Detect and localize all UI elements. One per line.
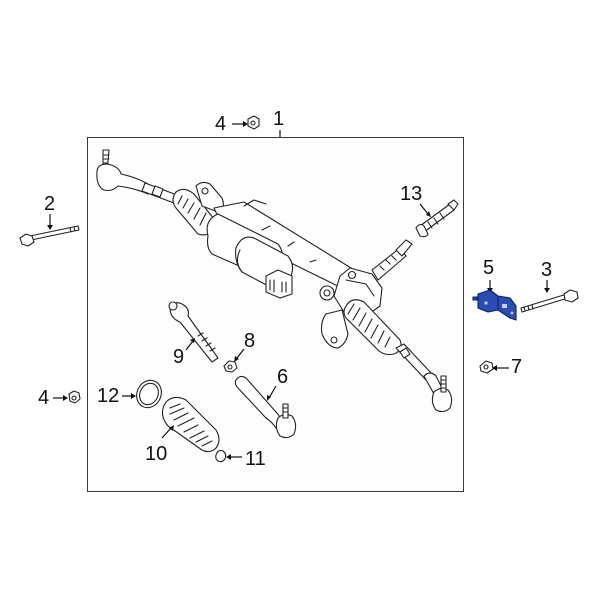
callout-4-top[interactable]: 4 (215, 113, 227, 135)
nut-left-icon[interactable] (53, 390, 81, 404)
callout-11[interactable]: 11 (245, 448, 266, 470)
callout-13[interactable]: 13 (400, 183, 423, 205)
callout-6[interactable]: 6 (277, 366, 289, 388)
rack-boot-icon[interactable] (161, 396, 220, 453)
callout-2[interactable]: 2 (44, 193, 56, 215)
boot-clamp-small-icon[interactable] (215, 449, 242, 463)
bolt-right-icon[interactable] (520, 280, 579, 313)
callout-7[interactable]: 7 (511, 356, 523, 378)
pinion-seal-cover-icon[interactable] (415, 199, 459, 238)
bracket-highlighted-icon[interactable] (472, 280, 517, 321)
jam-nut-icon[interactable] (223, 348, 245, 373)
callout-9[interactable]: 9 (173, 346, 185, 368)
callout-10[interactable]: 10 (145, 443, 168, 465)
callout-3[interactable]: 3 (541, 259, 553, 281)
callout-8[interactable]: 8 (244, 330, 256, 352)
callout-12[interactable]: 12 (97, 385, 120, 407)
nut-top-icon[interactable] (232, 115, 260, 130)
nut-right-icon[interactable] (479, 360, 509, 374)
bolt-left-icon[interactable] (19, 214, 80, 247)
assembly-frame (87, 137, 464, 492)
steering-gear-assembly-icon[interactable] (96, 149, 453, 413)
callout-4-left[interactable]: 4 (38, 387, 50, 409)
inner-tie-rod-icon[interactable] (168, 301, 219, 363)
boot-clamp-large-icon[interactable] (122, 376, 166, 412)
outer-tie-rod-end-icon[interactable] (234, 375, 297, 439)
callout-5[interactable]: 5 (483, 257, 495, 279)
callout-1[interactable]: 1 (273, 108, 285, 130)
